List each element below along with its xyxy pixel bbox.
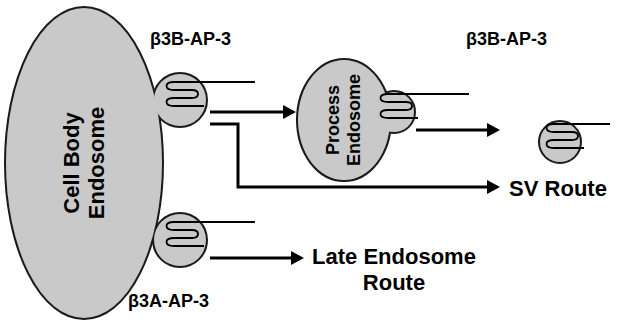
endosome-node: Process Endosome — [296, 60, 416, 180]
route-label: SV Route — [500, 176, 616, 202]
connector-line — [210, 257, 292, 260]
arrowhead — [487, 123, 500, 137]
route-label: Late Endosome Route — [304, 244, 484, 296]
route-node: Late Endosome Route — [304, 244, 484, 300]
endosome-body-fill — [6, 8, 162, 318]
connector-arrow — [210, 251, 304, 265]
rotated-label: Process Endosome — [323, 68, 364, 172]
arrowhead — [487, 180, 500, 194]
endosome-label: Process Endosome — [323, 68, 364, 172]
endosome-label: Cell Body Endosome — [59, 88, 110, 238]
connector-arrow — [210, 105, 296, 119]
rotated-label: Cell Body Endosome — [59, 88, 110, 238]
connector-line — [210, 111, 284, 114]
arrowhead — [283, 105, 296, 119]
endosome-node: Cell Body Endosome — [4, 4, 210, 322]
adaptor-label: β3B-AP-3 — [466, 28, 547, 50]
cargo-protein — [167, 222, 256, 246]
connector-arrow — [416, 123, 500, 137]
adaptor-label: β3A-AP-3 — [128, 290, 209, 312]
endosome-body-outline — [6, 8, 162, 318]
arrowhead — [291, 251, 304, 265]
cargo-protein — [167, 82, 256, 106]
cargo-protein — [547, 124, 611, 148]
adaptor-label: β3B-AP-3 — [150, 28, 231, 50]
connector-line — [416, 129, 488, 132]
cargo-protein — [381, 94, 470, 118]
route-node: SV Route — [500, 110, 616, 206]
